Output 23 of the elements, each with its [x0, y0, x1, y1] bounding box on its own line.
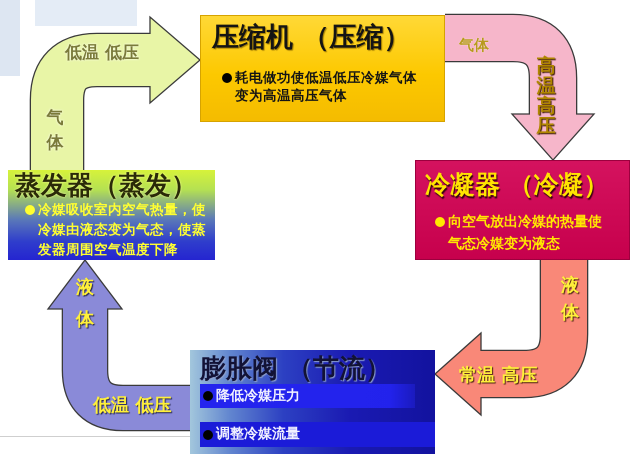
text-band	[200, 384, 415, 408]
edge-label: 低温 低压	[65, 44, 139, 62]
description-text: 向空气放出冷媒的热量使气态冷媒变为液态	[448, 212, 603, 254]
box-title: 蒸发器（蒸发）	[15, 172, 198, 200]
edge-label: 高温高压	[536, 56, 556, 136]
box-title: 膨胀阀 （节流）	[200, 354, 392, 384]
box-title: 冷凝器 （冷凝）	[425, 169, 610, 201]
arrow-label: 气体	[459, 38, 489, 52]
process-box	[200, 15, 445, 122]
process-box	[415, 160, 630, 260]
process-box	[190, 350, 435, 454]
edge-label: 低温 低压	[93, 397, 172, 415]
edge-label: 常温 高压	[459, 367, 538, 385]
description-text: 调整冷媒流量	[216, 424, 301, 444]
description-text: 冷媒吸收室内空气热量，使冷媒由液态变为气态，使蒸发器周围空气温度下降	[38, 201, 207, 260]
arrow-label: 液体	[560, 274, 580, 325]
arrow-label: 液体	[75, 276, 95, 332]
box-title: 压缩机 （压缩）	[212, 21, 412, 55]
description-text: 降低冷媒压力	[216, 387, 301, 406]
description-text: 耗电做功使低温低压冷媒气体变为高温高压气体	[235, 69, 418, 105]
text-band	[200, 422, 435, 447]
process-box	[8, 170, 215, 260]
arrow-label: 气体	[46, 107, 64, 155]
